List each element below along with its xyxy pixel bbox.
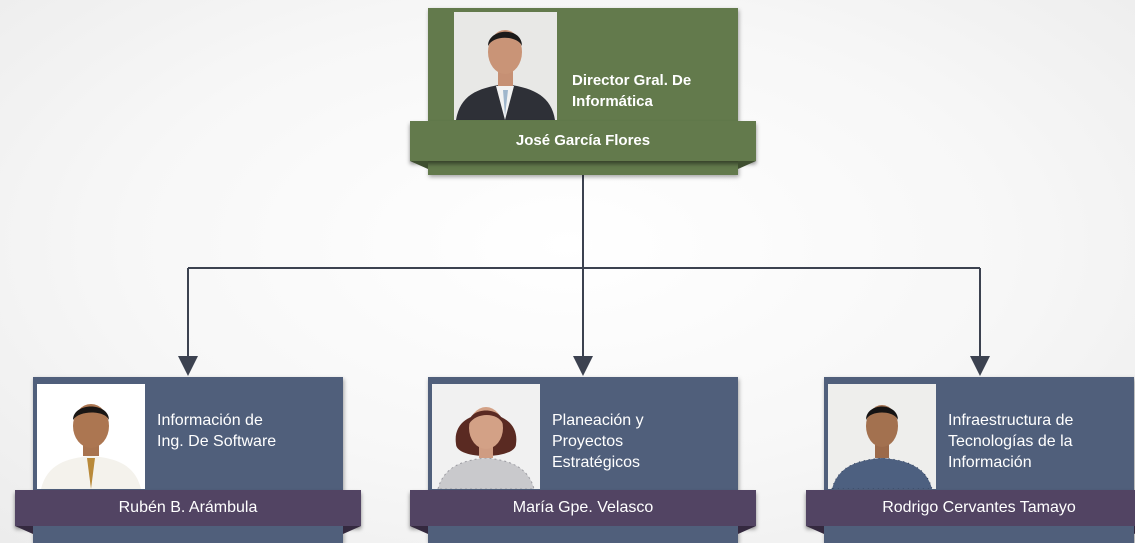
- person-name: Rubén B. Arámbula: [118, 499, 258, 516]
- name-ribbon: María Gpe. Velasco: [410, 490, 756, 526]
- card-bottom-strip: [33, 526, 343, 543]
- ribbon-fold-right: [738, 161, 756, 169]
- person-photo-icon: [432, 384, 540, 489]
- ribbon-fold-right: [738, 526, 756, 534]
- person-photo-icon: [828, 384, 936, 489]
- planning-photo: [432, 384, 540, 489]
- arrowhead-center: [573, 356, 593, 376]
- ribbon-fold-left: [410, 161, 428, 169]
- ribbon-fold-left: [15, 526, 33, 534]
- name-ribbon: Rubén B. Arámbula: [15, 490, 361, 526]
- title-line: Tecnologías de la: [948, 433, 1073, 450]
- card-bottom-strip: [428, 526, 738, 543]
- title-line: Planeación y: [552, 412, 644, 429]
- person-name: José García Flores: [515, 132, 651, 149]
- title-line: Director Gral. De: [572, 72, 692, 89]
- ribbon-fold-left: [806, 526, 824, 534]
- org-node-director: Director Gral. De Informática José Garcí…: [410, 8, 756, 175]
- node-title: Información de Ing. De Software: [157, 410, 276, 452]
- software-photo: [37, 384, 145, 489]
- ribbon-fold-left: [410, 526, 428, 534]
- node-title: Planeación y Proyectos Estratégicos: [552, 410, 644, 473]
- name-ribbon: Rodrigo Cervantes Tamayo: [806, 490, 1135, 526]
- org-node-planning: Planeación y Proyectos Estratégicos Marí…: [410, 377, 756, 543]
- org-node-infrastructure: Infraestructura de Tecnologías de la Inf…: [806, 377, 1135, 543]
- arrowhead-right: [970, 356, 990, 376]
- title-line: Infraestructura de: [948, 412, 1074, 429]
- name-ribbon: José García Flores: [410, 121, 756, 161]
- card-bottom-strip: [824, 526, 1134, 543]
- ribbon-fold-right: [343, 526, 361, 534]
- person-photo-icon: [37, 384, 145, 489]
- title-line: Ing. De Software: [157, 433, 277, 450]
- node-title: Infraestructura de Tecnologías de la Inf…: [948, 410, 1073, 473]
- org-node-software: Información de Ing. De Software Rubén B.…: [15, 377, 361, 543]
- title-line: Información de: [157, 412, 263, 429]
- title-line: Estratégicos: [552, 454, 641, 471]
- infrastructure-photo: [828, 384, 936, 489]
- director-photo: [454, 12, 557, 120]
- title-line: Información: [948, 454, 1032, 471]
- person-name: María Gpe. Velasco: [512, 499, 654, 516]
- person-name: Rodrigo Cervantes Tamayo: [882, 499, 1076, 516]
- title-line: Proyectos: [552, 433, 624, 450]
- person-photo-icon: [454, 12, 557, 120]
- arrowhead-left: [178, 356, 198, 376]
- title-line: Informática: [572, 93, 653, 110]
- node-title: Director Gral. De Informática: [572, 70, 691, 112]
